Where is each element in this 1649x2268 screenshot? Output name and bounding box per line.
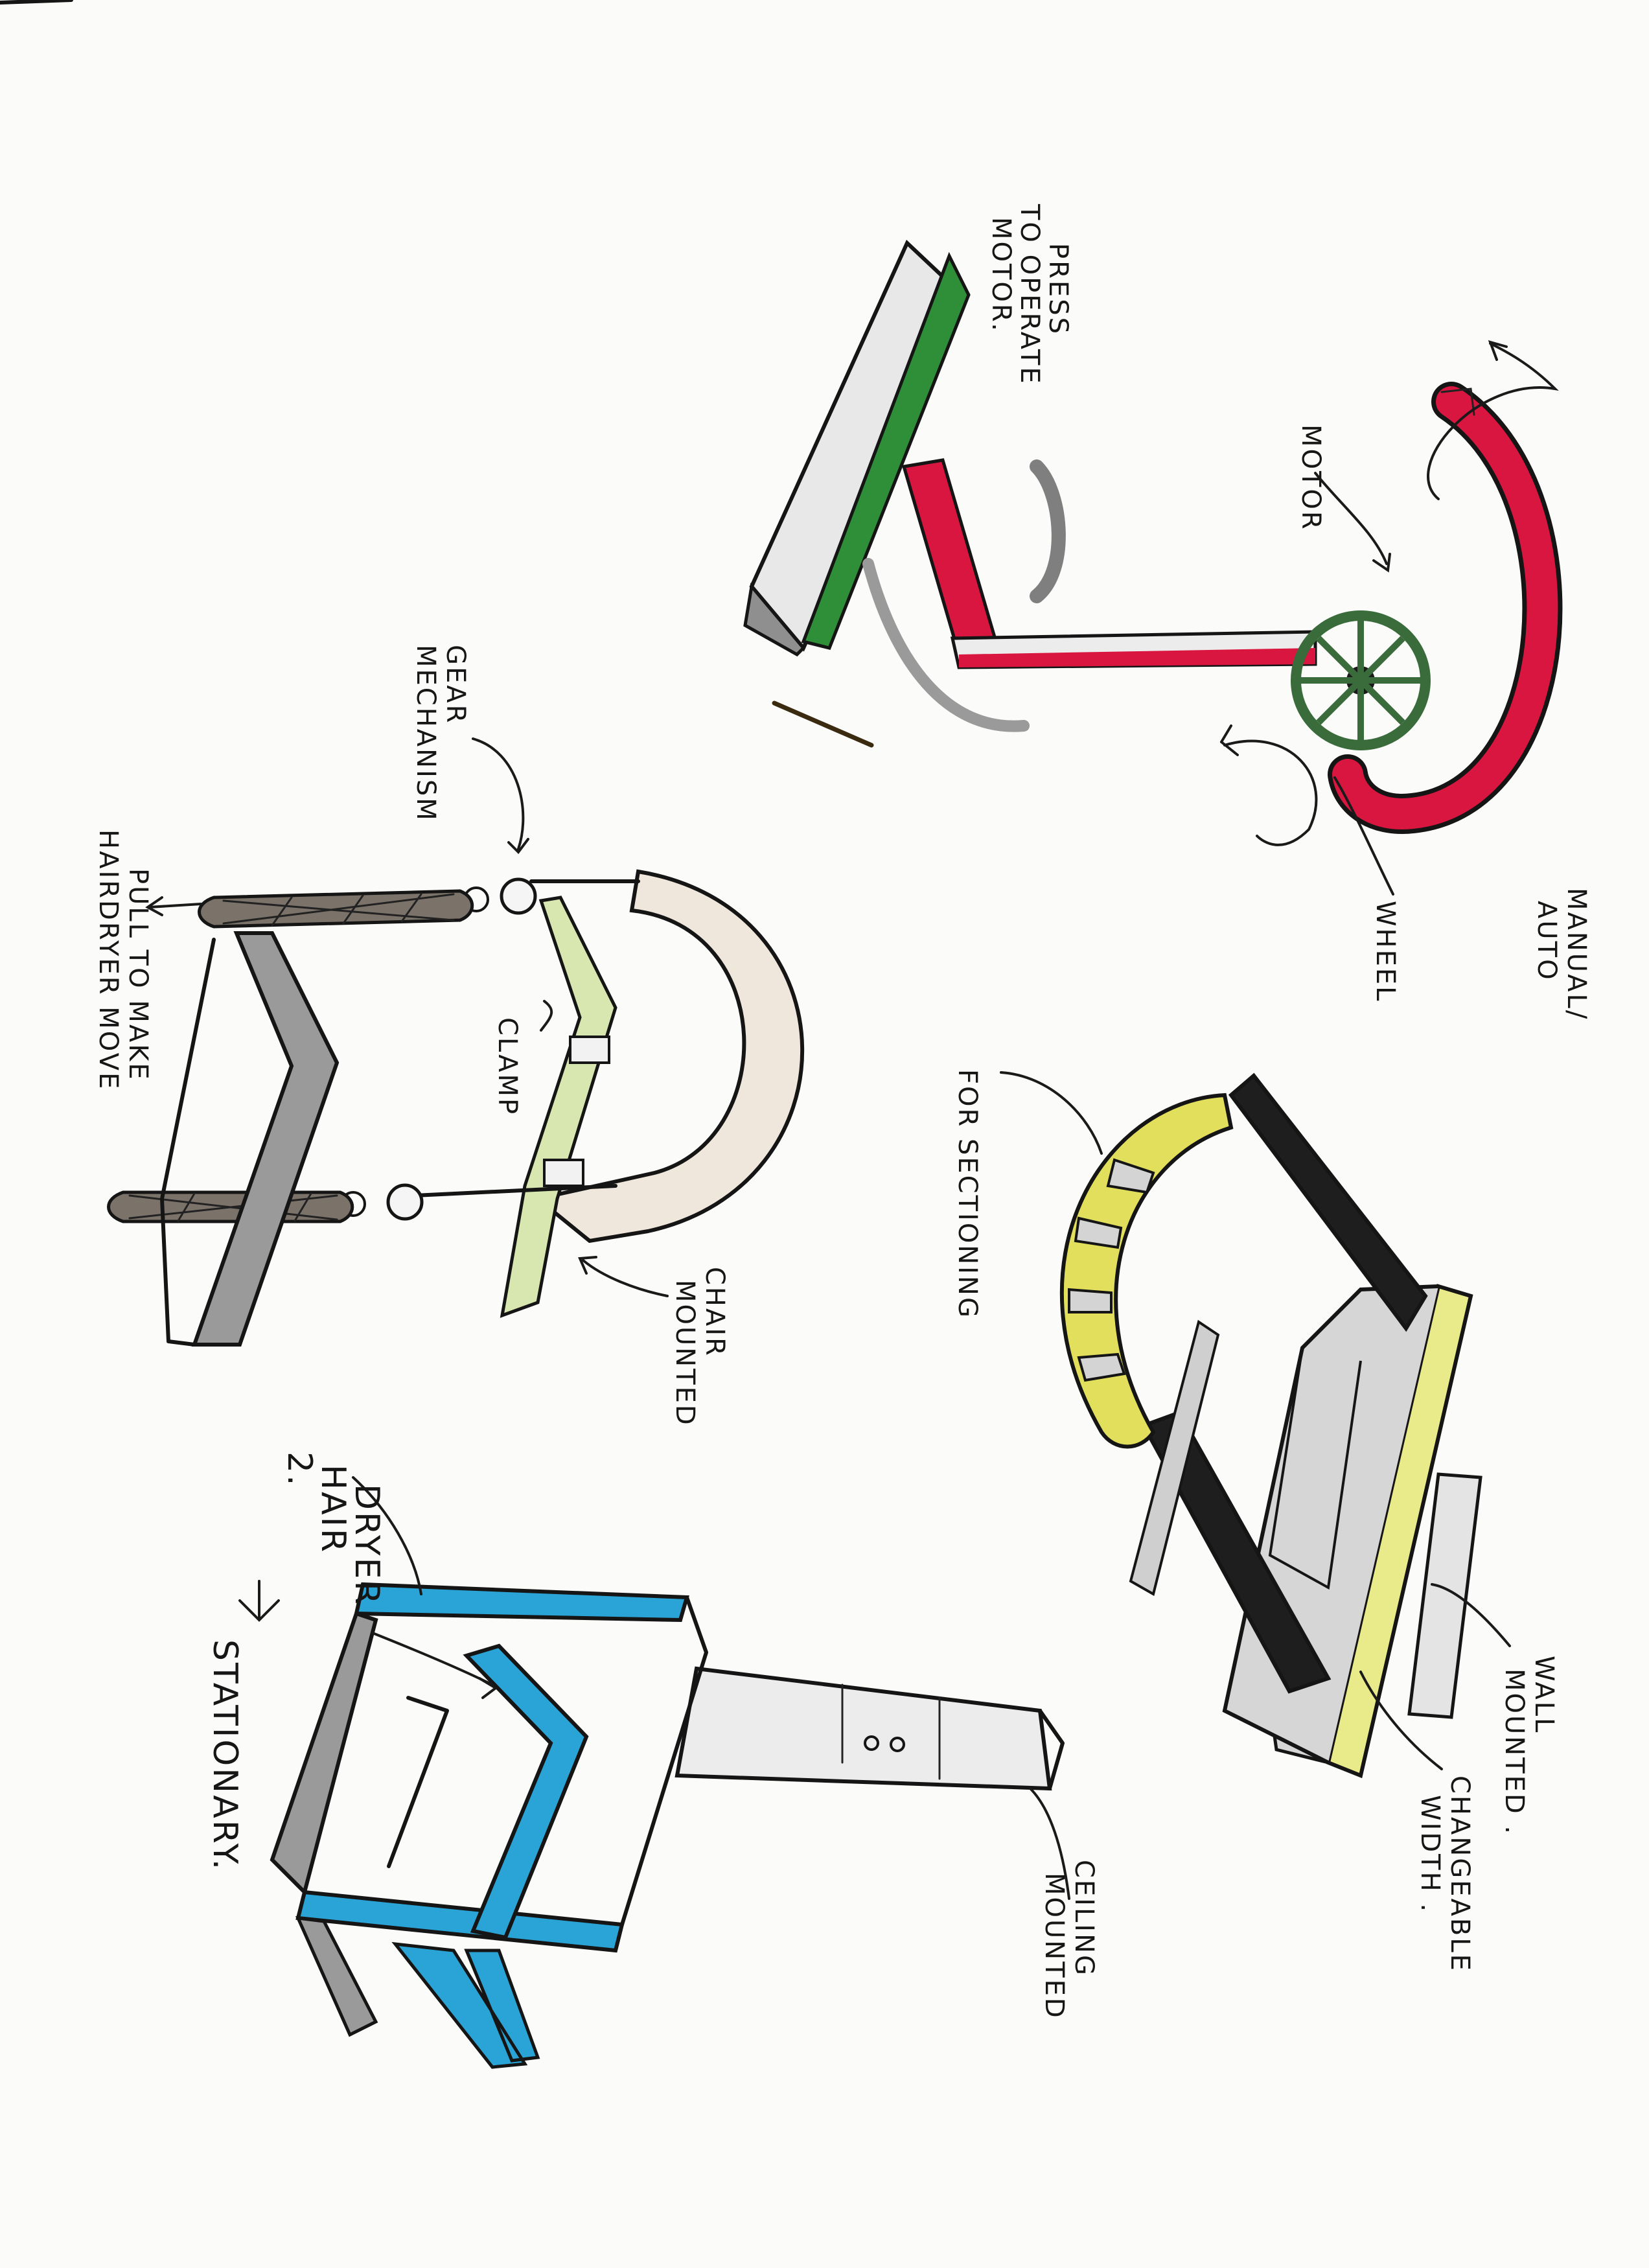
support-strut xyxy=(1129,1319,1220,1597)
arm-button-1 xyxy=(864,1735,879,1751)
label-for-sectioning: FOR SECTIONING xyxy=(952,1069,982,1319)
blue-frame-bottom xyxy=(295,1890,625,1953)
concept-wall-mounted xyxy=(1000,1071,1511,1779)
label-motor: MOTOR xyxy=(1296,424,1326,531)
red-arm-upright xyxy=(901,458,1000,656)
ceiling-arm xyxy=(675,1666,1052,1791)
black-roller-top xyxy=(1228,1072,1428,1332)
motor-leader-head xyxy=(1372,553,1391,573)
chair-leader-head xyxy=(578,1256,597,1275)
arm-button-2 xyxy=(890,1737,905,1752)
rotation-arrowhead-bottom xyxy=(1220,724,1239,756)
arm-shadow xyxy=(1030,459,1066,603)
label-pull-to-make: PULL TO MAKE HAIRDRYER MOVE xyxy=(93,829,153,1091)
gear-rods xyxy=(413,879,640,1198)
green-operate-panel xyxy=(801,251,971,650)
green-wheel xyxy=(1291,610,1431,750)
motor-leader xyxy=(1314,472,1388,565)
rotation-arrowhead-top xyxy=(1488,340,1508,361)
dryer-leader-1 xyxy=(352,1476,422,1595)
ceiling-arm-end xyxy=(1038,1709,1065,1790)
horizontal-arm-red xyxy=(959,648,1315,667)
gear-leader xyxy=(472,737,525,850)
rotation-arrow-top xyxy=(1427,342,1559,500)
pen-stroke xyxy=(772,700,874,748)
stationary-arrow xyxy=(238,1580,280,1622)
grey-frame-leg xyxy=(295,1915,378,2037)
corner-mark xyxy=(0,0,73,5)
arm-segments xyxy=(841,1684,941,1780)
blue-frame-centre xyxy=(463,1643,589,1940)
inner-frame xyxy=(1268,1347,1362,1590)
label-changeable-width: CHANGEABLE WIDTH . xyxy=(1415,1776,1475,1983)
gear-bottom xyxy=(386,1183,424,1221)
chair-leader xyxy=(582,1259,669,1297)
sectioning-leader xyxy=(1000,1071,1103,1155)
wall-leader xyxy=(1431,1583,1511,1647)
clamp-leader xyxy=(540,1000,553,1032)
label-wall-mounted: WALL MOUNTED . xyxy=(1499,1656,1559,1836)
label-gear-mechanism: GEAR MECHANISM xyxy=(411,645,470,822)
rotation-arrow-bottom xyxy=(1223,739,1318,846)
label-chair-mounted: CHAIR MOUNTED xyxy=(670,1267,730,1427)
pull-arrow xyxy=(145,896,202,916)
gear-top xyxy=(500,877,537,915)
base-shadow xyxy=(862,558,1030,732)
red-curved-track xyxy=(1332,386,1558,829)
blue-frame-legs xyxy=(391,1941,540,2069)
dryer-leader-head xyxy=(478,1677,498,1699)
label-ceiling-mounted: CEILING MOUNTED xyxy=(1039,1860,1099,2020)
frame-inner xyxy=(387,1696,449,1868)
wheel-leader xyxy=(1333,776,1394,896)
sectioning-arc xyxy=(1059,1093,1234,1449)
dark-frame-arm xyxy=(191,931,340,1347)
grip-top-hatch xyxy=(222,893,455,927)
concept-ceiling-mounted xyxy=(238,1476,1070,2069)
concept-motor-arm xyxy=(743,239,1563,896)
label-hair-dryer: 2. HAIR DRYER xyxy=(280,1452,386,1606)
clamp-frame xyxy=(500,896,617,1318)
base-plate-edge xyxy=(743,583,806,657)
gear-leader-head xyxy=(507,838,529,855)
concept-chair-mounted xyxy=(107,737,805,1347)
wheel-spokes xyxy=(1299,619,1422,742)
ceiling-leader xyxy=(1029,1787,1070,1900)
sectioning-teeth xyxy=(1068,1158,1155,1382)
grip-bottom-hatch xyxy=(128,1192,338,1222)
label-clamp: CLAMP xyxy=(492,1017,522,1116)
label-press-to-operate: PRESS TO OPERATE MOTOR. xyxy=(986,203,1073,395)
headrest-band xyxy=(533,869,805,1244)
wall-bracket xyxy=(1407,1472,1482,1719)
label-wheel: WHEEL xyxy=(1370,901,1400,1002)
frame-right-edge xyxy=(620,1595,708,1927)
label-stationary: STATIONARY. xyxy=(205,1639,244,1871)
label-manual-auto: MANUAL/ AUTO xyxy=(1532,888,1591,1031)
blue-frame-top xyxy=(354,1582,689,1623)
track-end-cap xyxy=(1440,388,1475,416)
dark-frame-back xyxy=(160,938,216,1347)
width-leader xyxy=(1359,1671,1443,1770)
grey-frame-side xyxy=(270,1611,378,1896)
black-roller-bottom xyxy=(1140,1410,1332,1694)
